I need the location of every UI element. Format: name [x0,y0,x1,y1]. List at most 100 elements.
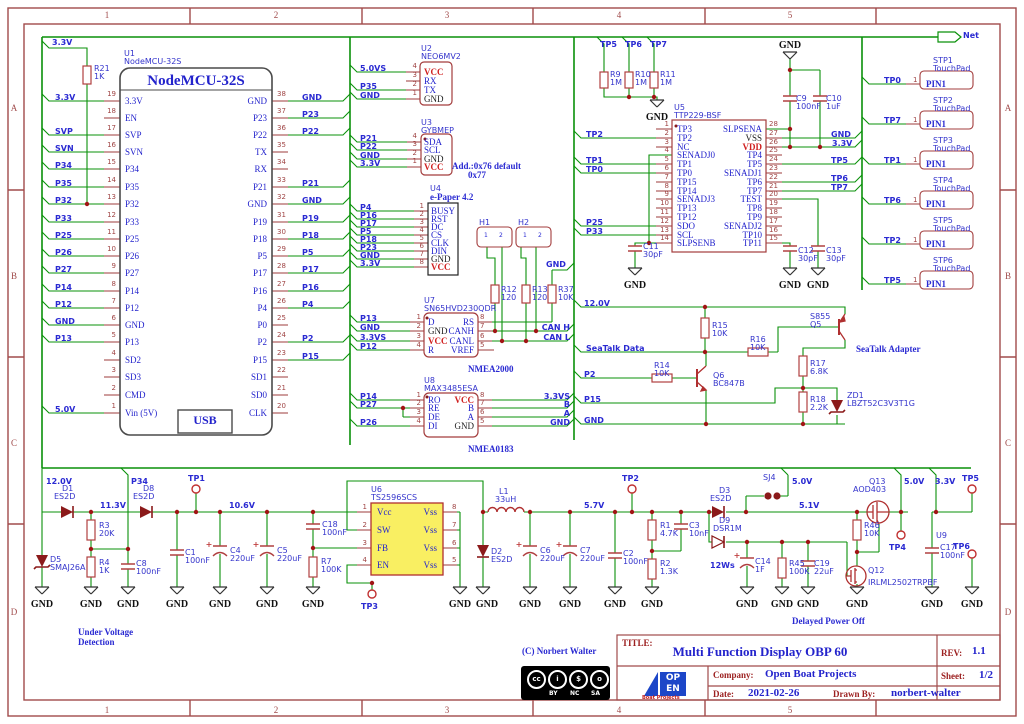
company-label: Company: [713,670,754,680]
net-label: TP6 [831,174,848,183]
pin-number: 21 [769,182,778,190]
u8-rs485-body[interactable] [423,392,479,438]
component-ref: R11 [660,70,676,79]
component-ref: IRLML2502TRPBF [868,578,938,587]
u3-bme-body[interactable] [420,133,453,176]
pin-name: TP14 [677,186,697,196]
h2-header[interactable] [515,226,552,248]
pin-name: GND [424,94,444,104]
pin-number: 30 [277,228,286,236]
component-ref: D5 [50,555,62,564]
diodes [33,400,846,570]
pin-number: 15 [107,158,116,166]
component-ref: R17 [810,359,826,368]
pin-number: 2 [362,521,367,529]
stp3-touchpad[interactable] [919,150,974,170]
chip-title: USB [193,413,217,427]
stp2-touchpad[interactable] [919,110,974,130]
ground-label: GND [518,599,542,610]
test-points[interactable] [191,484,977,599]
pin-name: EN [125,113,137,123]
usb-connector[interactable] [177,409,233,434]
pin-name: SENADJ3 [677,194,716,204]
ground-label: GND [778,280,802,291]
drawn-by-value: norbert-walter [891,687,961,699]
net-label: 3.3V [935,477,956,486]
stp4-touchpad[interactable] [919,190,974,210]
net-label: P17 [302,265,319,274]
pin-name: P2 [257,337,267,347]
net-label: TP4 [889,543,906,552]
pin-name: GND [247,199,268,209]
net-label: 3.3V [832,139,853,148]
pin-number: 26 [769,138,778,146]
annotation: NMEA2000 [468,364,514,374]
net-label: P21 [302,179,319,188]
component-ref: R13 [532,285,548,294]
sj4-jumper[interactable] [764,490,781,502]
pin-name: TP13 [677,203,697,213]
pin-name: 3.3V [125,96,143,106]
pin-number: 6 [480,332,485,340]
pin-number: 2 [538,232,542,239]
net-label: TP7 [884,116,901,125]
frame-index: 3 [444,705,450,715]
component-ref: Q12 [868,566,885,575]
u4-epaper-body[interactable] [427,202,459,276]
net-flag[interactable] [937,31,962,43]
net-label: TP5 [962,474,979,483]
pin-name: VCC [454,395,475,405]
frame-index: 4 [616,10,622,20]
net-label: Net [963,31,979,40]
component-ref: C4 [230,546,241,555]
net-label: P32 [55,196,72,205]
net-label: P33 [586,227,603,236]
component-ref: C6 [540,546,551,555]
pin-name: GND [428,326,448,336]
net-label: SeaTalk Data [586,344,645,353]
pin-number: 8 [480,313,485,321]
net-label: TP2 [586,130,603,139]
component-ref: Q13 [869,477,886,486]
u1-nodemcu-body[interactable] [119,67,273,436]
u2-gps-body[interactable] [419,61,453,106]
u5-touch-body[interactable] [671,119,767,253]
h1-header[interactable] [476,226,513,248]
pin-name: P18 [252,234,267,244]
pin-number: 1 [913,276,918,284]
net-label: 3.3V [360,259,381,268]
frame-index: D [1004,607,1012,617]
stp5-touchpad[interactable] [919,230,974,250]
stp1-touchpad[interactable] [919,70,974,90]
pin-number: 3 [664,138,669,146]
pin-name: Vin (5V) [125,408,158,418]
pin-name: P32 [125,199,140,209]
component-ref: 120 [501,293,517,302]
pin-name: CLK [431,238,449,248]
pin-number: 1 [913,116,918,124]
ground-label: GND [165,599,189,610]
company-value: Open Boat Projects [765,668,857,680]
pin-number: 1 [412,89,417,97]
component-ref: TouchPad [933,64,971,73]
net-label: TP3 [361,602,378,611]
pin-number: 1 [913,76,918,84]
component-ref: TouchPad [933,224,971,233]
pin-number: 24 [277,331,286,339]
component-ref: U8 [424,376,435,385]
pin-number: 1 [419,202,424,210]
pin-number: 4 [419,226,424,234]
component-ref: C7 [580,546,591,555]
component-ref: 6.8K [810,367,828,376]
pin-number: 1 [913,156,918,164]
u6-regulator-body[interactable] [370,502,444,576]
ground-label: GND [301,599,325,610]
pin-name: RS [462,317,474,327]
component-ref: U2 [421,44,432,53]
title-block-frame [616,634,1001,701]
u7-can-body[interactable] [423,312,479,358]
pin-name: DE [428,412,440,422]
stp6-touchpad[interactable] [919,270,974,290]
